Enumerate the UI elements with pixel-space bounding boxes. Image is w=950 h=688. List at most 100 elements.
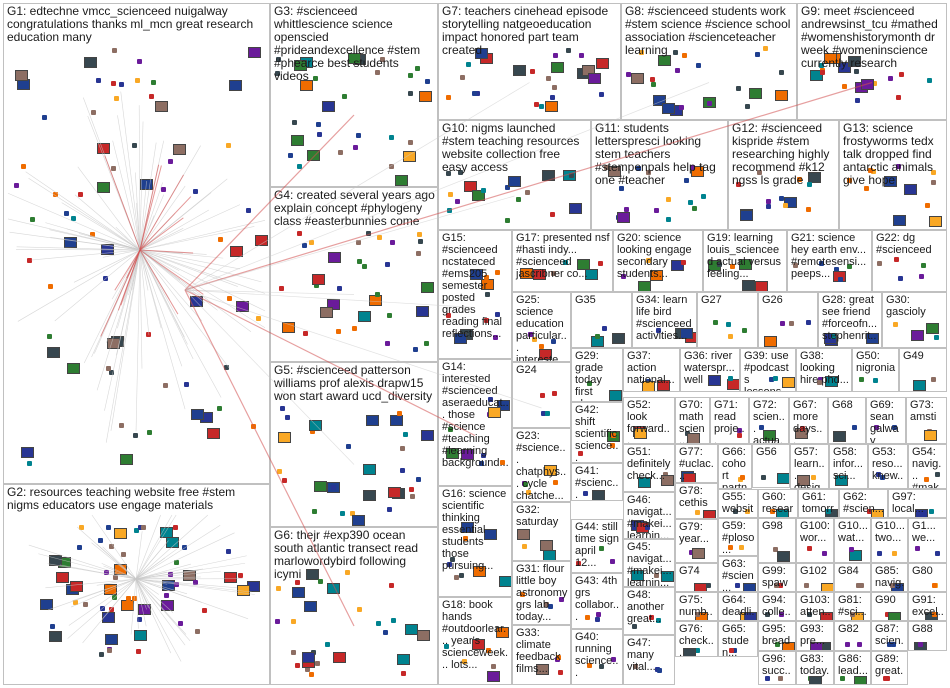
group-g61[interactable]: G61: tomorro... bbox=[798, 489, 839, 518]
group-g102[interactable]: G102 bbox=[796, 563, 834, 592]
group-g44[interactable]: G44: still time sign april 12... bbox=[571, 519, 623, 573]
group-g80[interactable]: G80 bbox=[908, 563, 947, 592]
group-g10[interactable]: G10: nigms launched #stem teaching resou… bbox=[438, 120, 591, 230]
group-g30[interactable]: G30: gascioly bbox=[882, 292, 947, 348]
group-g12[interactable]: G12: #scienceed kispride #stem researchi… bbox=[728, 120, 839, 230]
group-g26[interactable]: G26 bbox=[758, 292, 818, 348]
group-g40[interactable]: G40: running science... bbox=[571, 629, 623, 685]
group-g87[interactable]: G87: scien... bbox=[871, 621, 908, 651]
group-g34[interactable]: G34: learn life bird #scienceed activiti… bbox=[632, 292, 697, 348]
group-g22[interactable]: G22: dg #scienceed bbox=[872, 230, 947, 292]
group-g91[interactable]: G91: excel... bbox=[908, 592, 947, 621]
group-g105[interactable]: G1... we... bbox=[908, 518, 947, 563]
group-g66[interactable]: G66: cohort partn... bbox=[718, 444, 752, 489]
group-g97[interactable]: G97: local... bbox=[888, 489, 947, 518]
group-g24[interactable]: G24 bbox=[512, 362, 571, 428]
group-g81[interactable]: G81: #sci... bbox=[834, 592, 871, 621]
group-g75[interactable]: G75: numb... bbox=[675, 592, 718, 621]
group-g3[interactable]: G3: #scienceed whittlescience science op… bbox=[270, 3, 438, 187]
group-g25[interactable]: G25: science education particular... int… bbox=[512, 292, 571, 362]
group-g16[interactable]: G16: science scientific thinking essenti… bbox=[438, 486, 512, 597]
group-g8[interactable]: G8: #scienceed students work #stem scien… bbox=[621, 3, 797, 120]
group-g100[interactable]: G100: wor... bbox=[796, 518, 834, 563]
group-g7[interactable]: G7: teachers cinehead episode storytelli… bbox=[438, 3, 621, 120]
group-g90[interactable]: G90 bbox=[871, 592, 908, 621]
group-g56[interactable]: G56 bbox=[752, 444, 790, 488]
group-g35[interactable]: G35 bbox=[571, 292, 632, 348]
group-g4[interactable]: G4: created several years ago explain co… bbox=[270, 187, 438, 362]
group-g32[interactable]: G32: saturday bbox=[512, 502, 571, 561]
group-g27[interactable]: G27 bbox=[697, 292, 758, 348]
group-g98[interactable]: G98 bbox=[758, 518, 796, 563]
group-g96[interactable]: G96: succ... bbox=[758, 651, 796, 685]
group-g20[interactable]: G20: science looking engage secondary st… bbox=[613, 230, 703, 292]
group-g67[interactable]: G67: more days... bbox=[789, 397, 828, 444]
group-g60[interactable]: G60: researc... bbox=[758, 489, 798, 518]
group-g52[interactable]: G52: look forward... bbox=[623, 397, 675, 444]
group-g9[interactable]: G9: meet #scienceed andrewsinst_tcu #mat… bbox=[797, 3, 947, 120]
group-g72[interactable]: G72: scien... actua... bbox=[749, 397, 789, 444]
group-g11[interactable]: G11: students letterspresci looking stem… bbox=[591, 120, 728, 230]
group-g77[interactable]: G77: #uclac... bbox=[675, 444, 718, 483]
group-g78[interactable]: G78: cethis bbox=[675, 483, 718, 519]
group-g64[interactable]: G64: deadli... bbox=[718, 592, 758, 621]
group-g6[interactable]: G6: thejr #exp390 ocean south atlantic t… bbox=[270, 527, 438, 685]
group-g62[interactable]: G62: #scien... bbox=[839, 489, 888, 518]
group-g23[interactable]: G23: #science... chatphys... cycle chatc… bbox=[512, 428, 571, 502]
group-g18[interactable]: G18: book hands #outdoorlear... year's s… bbox=[438, 597, 512, 685]
group-g2[interactable]: G2: resources teaching website free #ste… bbox=[3, 484, 270, 685]
group-g95[interactable]: G95: bread bbox=[758, 621, 796, 651]
group-g101[interactable]: G10... wat... bbox=[834, 518, 871, 563]
group-g88[interactable]: G88 bbox=[908, 621, 947, 651]
group-g71[interactable]: G71: read proje... bbox=[710, 397, 749, 444]
group-g58[interactable]: G58: infor... sci... bbox=[829, 444, 868, 489]
group-g70[interactable]: G70: math scien... bbox=[675, 397, 710, 444]
group-g85[interactable]: G85: navig... bbox=[871, 563, 908, 592]
group-g37[interactable]: G37: action national... bbox=[623, 348, 680, 392]
group-g15[interactable]: G15: #scienceed ncstateced #ems205 semes… bbox=[438, 230, 512, 359]
group-g74[interactable]: G74 bbox=[675, 563, 718, 592]
group-g57[interactable]: G57: learn... desig... bbox=[790, 444, 829, 489]
group-g29[interactable]: G29: grade today first classes... bbox=[571, 348, 623, 402]
group-g49[interactable]: G49 bbox=[899, 348, 947, 392]
group-g47[interactable]: G47: many vital... bbox=[623, 635, 675, 685]
group-g68[interactable]: G68 bbox=[828, 397, 866, 444]
group-g51[interactable]: G51: definitely check... bbox=[623, 444, 675, 492]
group-g33[interactable]: G33: climate feedback films... bbox=[512, 625, 571, 685]
group-g43[interactable]: G43: 4th grs collabor... bbox=[571, 573, 623, 629]
group-g79[interactable]: G79: year... bbox=[675, 519, 718, 563]
group-g73[interactable]: G73: amsti bbox=[906, 397, 947, 444]
group-g28[interactable]: G28: great see friend #forceofn... steph… bbox=[818, 292, 882, 348]
group-g83[interactable]: G83: today... bbox=[796, 651, 834, 685]
group-g14[interactable]: G14: interested #scienceed aseraeducat..… bbox=[438, 359, 512, 486]
group-g41[interactable]: G41: #scienc... #lisdscie... #scienceed.… bbox=[571, 463, 623, 501]
group-g5[interactable]: G5: #scienceed patterson williams prof a… bbox=[270, 362, 438, 527]
group-g50[interactable]: G50: nigronia bbox=[852, 348, 899, 392]
group-g42[interactable]: G42: shift scientific science... bbox=[571, 402, 623, 463]
group-g63[interactable]: G63: #scien... bbox=[718, 556, 758, 592]
group-g94[interactable]: G94: colle... bbox=[758, 592, 796, 621]
group-g103[interactable]: G103: atten... bbox=[796, 592, 834, 621]
group-g89[interactable]: G89: great... bbox=[871, 651, 908, 685]
group-g69[interactable]: G69: sean galway bbox=[866, 397, 906, 444]
group-g31[interactable]: G31: flour little boy astronomygrs lab t… bbox=[512, 561, 571, 625]
group-g82[interactable]: G82 bbox=[834, 621, 871, 651]
group-g104[interactable]: G10... two... bbox=[871, 518, 908, 563]
group-g53[interactable]: G53: reso... knew... bbox=[868, 444, 908, 489]
group-g99[interactable]: G99: spawn bbox=[758, 563, 796, 592]
group-g21[interactable]: G21: science hey earth env... #remotesen… bbox=[787, 230, 872, 292]
group-g55[interactable]: G55: websit... bbox=[718, 489, 758, 518]
group-g38[interactable]: G38: looking hire phd... bbox=[796, 348, 852, 392]
group-g76[interactable]: G76: check... bbox=[675, 621, 718, 657]
group-g46[interactable]: G46: navigat... #makei... learnin... bbox=[623, 492, 675, 539]
group-g59[interactable]: G59: #plosо... #scien... bbox=[718, 518, 758, 556]
group-g13[interactable]: G13: science frostyworms tedx talk dropp… bbox=[839, 120, 947, 230]
group-g54[interactable]: G54: navig... #mak... bbox=[908, 444, 947, 489]
group-g36[interactable]: G36: river waterspr... well bbox=[680, 348, 740, 392]
group-g84[interactable]: G84 bbox=[834, 563, 871, 592]
group-g48[interactable]: G48: another great... bbox=[623, 587, 675, 635]
group-g19[interactable]: G19: learning louis_scienceed actual ver… bbox=[703, 230, 787, 292]
group-g65[interactable]: G65: studen... bbox=[718, 621, 758, 657]
group-g93[interactable]: G93: pre... bbox=[796, 621, 834, 651]
group-g1[interactable]: G1: edtechne vmcc_scienceed nuigalway co… bbox=[3, 3, 270, 484]
